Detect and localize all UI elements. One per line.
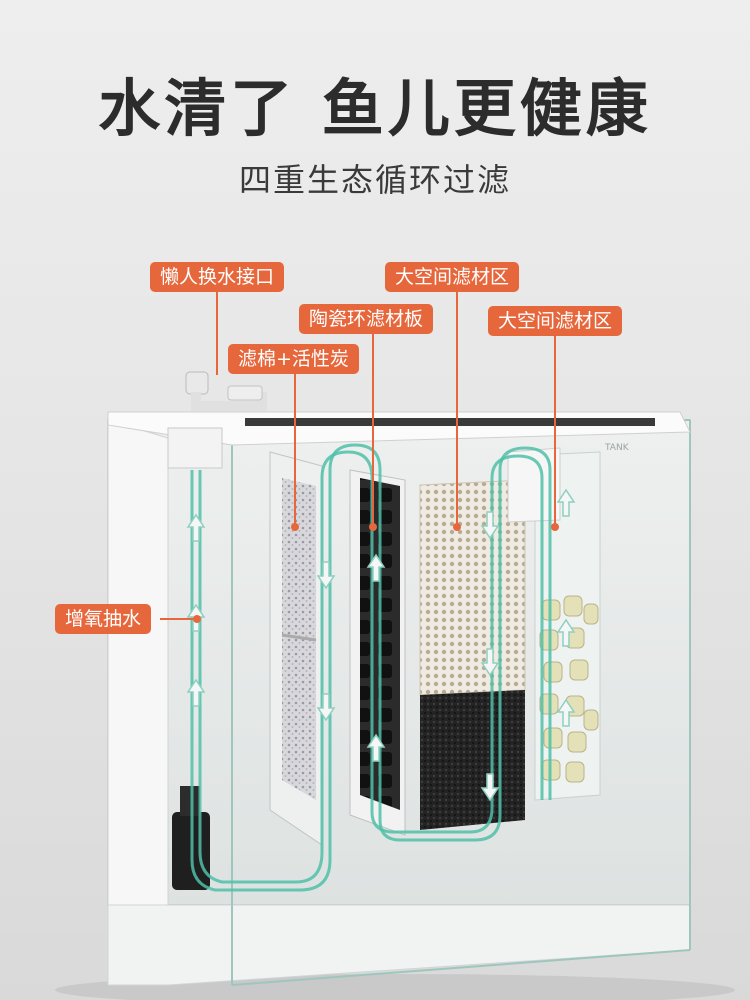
label-ceramic-plate: 陶瓷环滤材板 [299, 304, 434, 334]
label-lazy-port: 懒人换水接口 [150, 262, 285, 292]
down-arrow-icon [316, 693, 336, 722]
up-arrow-icon [366, 553, 386, 582]
label-large-space-2: 大空间滤材区 [488, 306, 623, 336]
up-arrow-icon [186, 513, 206, 542]
label-large-space-1: 大空间滤材区 [385, 262, 520, 292]
top-divider [507, 447, 561, 523]
page-subtitle: 四重生态循环过滤 [238, 161, 511, 199]
up-arrow-icon [556, 488, 576, 517]
water-port [185, 371, 209, 395]
page-title: 水清了 鱼儿更健康 [98, 72, 652, 145]
lid-slot [245, 418, 655, 426]
tank-base [107, 904, 691, 986]
flow-arrows [186, 488, 576, 802]
intake-box [167, 427, 223, 469]
down-arrow-icon [316, 561, 336, 590]
flow-path [190, 443, 552, 892]
water-port-head [227, 385, 263, 401]
down-arrow-icon [480, 648, 500, 677]
label-oxygen-pump: 增氧抽水 [55, 604, 152, 634]
black-foam [420, 690, 525, 830]
tank-left-panel [107, 419, 169, 986]
down-arrow-icon [480, 773, 500, 802]
brand-mark: TANK [604, 443, 630, 453]
up-arrow-icon [556, 618, 576, 647]
pump-head [180, 786, 200, 816]
up-arrow-icon [186, 678, 206, 707]
label-dot-icon [193, 523, 559, 623]
glass-edge-bottom [231, 949, 691, 986]
up-arrow-icon [556, 698, 576, 727]
label-cotton-carbon: 滤棉+活性炭 [228, 344, 359, 374]
up-arrow-icon [366, 733, 386, 762]
cotton-divider [281, 633, 317, 642]
leader-lines [160, 288, 556, 620]
down-arrow-icon [480, 511, 500, 540]
